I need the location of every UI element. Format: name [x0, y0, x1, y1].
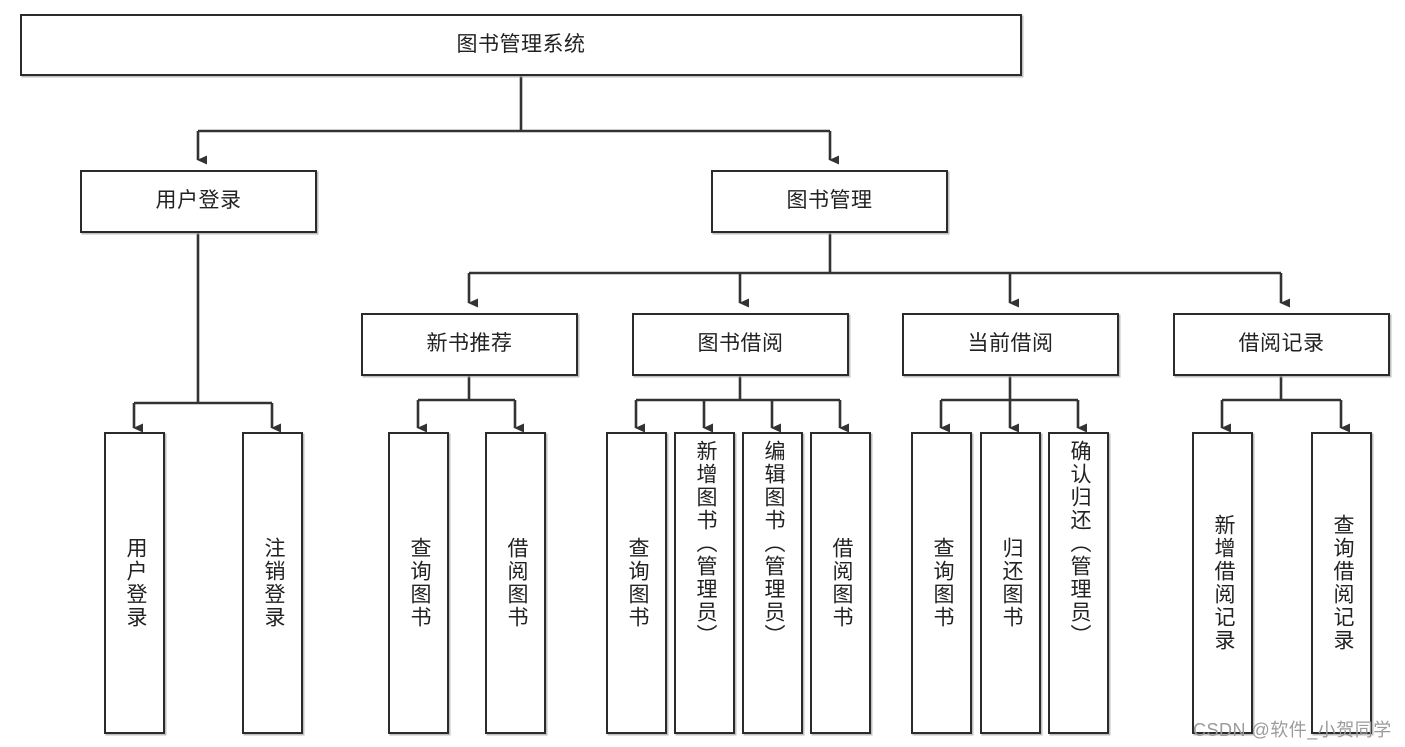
node-label: 用户登录 [155, 189, 242, 213]
node-root-system[interactable]: 图书管理系统 [20, 14, 1022, 76]
node-label: 查询图书 [930, 537, 954, 629]
node-leaf-edit-book-admin[interactable]: 编辑图书（管理员） [742, 432, 803, 734]
node-label: 借阅记录 [1238, 332, 1325, 356]
node-label: 新增借阅记录 [1211, 514, 1235, 652]
node-leaf-confirm-return-admin[interactable]: 确认归还（管理员） [1048, 432, 1109, 734]
node-book-management[interactable]: 图书管理 [711, 170, 948, 233]
node-borrow-record[interactable]: 借阅记录 [1173, 313, 1390, 376]
node-label: 图书管理系统 [456, 32, 586, 56]
node-leaf-query-book-recommend[interactable]: 查询图书 [388, 432, 449, 734]
node-leaf-return-book[interactable]: 归还图书 [980, 432, 1041, 734]
node-label: 当前借阅 [967, 332, 1054, 356]
node-label: 查询图书 [407, 537, 431, 629]
node-leaf-query-book[interactable]: 查询图书 [606, 432, 667, 734]
vertical-text-wrap: 编辑图书（管理员） [759, 434, 786, 738]
node-label: 确认归还（管理员） [1067, 440, 1091, 647]
node-leaf-add-book-admin[interactable]: 新增图书（管理员） [674, 432, 735, 734]
node-label: 图书借阅 [697, 332, 784, 356]
node-leaf-borrow-book-recommend[interactable]: 借阅图书 [485, 432, 546, 734]
vertical-text-wrap: 查询图书 [623, 434, 650, 732]
node-leaf-add-borrow-record[interactable]: 新增借阅记录 [1192, 432, 1253, 734]
node-new-book-recommend[interactable]: 新书推荐 [361, 313, 578, 376]
vertical-text-wrap: 注销登录 [259, 434, 286, 732]
node-label: 编辑图书（管理员） [761, 440, 785, 647]
node-book-borrow[interactable]: 图书借阅 [632, 313, 849, 376]
node-leaf-borrow-book[interactable]: 借阅图书 [810, 432, 871, 734]
node-user-login[interactable]: 用户登录 [80, 170, 317, 233]
vertical-text-wrap: 查询图书 [928, 434, 955, 732]
node-label: 新书推荐 [426, 332, 513, 356]
vertical-text-wrap: 查询图书 [405, 434, 432, 732]
node-leaf-user-logout[interactable]: 注销登录 [242, 432, 303, 734]
vertical-text-wrap: 借阅图书 [502, 434, 529, 732]
vertical-text-wrap: 查询借阅记录 [1328, 434, 1355, 732]
vertical-text-wrap: 确认归还（管理员） [1065, 434, 1092, 738]
node-label: 借阅图书 [829, 537, 853, 629]
node-label: 归还图书 [999, 537, 1023, 629]
node-leaf-query-current-book[interactable]: 查询图书 [911, 432, 972, 734]
node-current-borrow[interactable]: 当前借阅 [902, 313, 1119, 376]
node-label: 图书管理 [786, 189, 873, 213]
node-label: 查询图书 [625, 537, 649, 629]
vertical-text-wrap: 借阅图书 [827, 434, 854, 732]
vertical-text-wrap: 新增图书（管理员） [691, 434, 718, 738]
node-leaf-query-borrow-record[interactable]: 查询借阅记录 [1311, 432, 1372, 734]
node-label: 查询借阅记录 [1330, 514, 1354, 652]
node-label: 借阅图书 [504, 537, 528, 629]
node-leaf-user-login[interactable]: 用户登录 [104, 432, 165, 734]
node-label: 用户登录 [123, 537, 147, 629]
csdn-watermark: CSDN @软件_小贺同学 [1193, 720, 1392, 740]
node-label: 注销登录 [261, 537, 285, 629]
vertical-text-wrap: 用户登录 [121, 434, 148, 732]
vertical-text-wrap: 归还图书 [997, 434, 1024, 732]
node-label: 新增图书（管理员） [693, 440, 717, 647]
vertical-text-wrap: 新增借阅记录 [1209, 434, 1236, 732]
